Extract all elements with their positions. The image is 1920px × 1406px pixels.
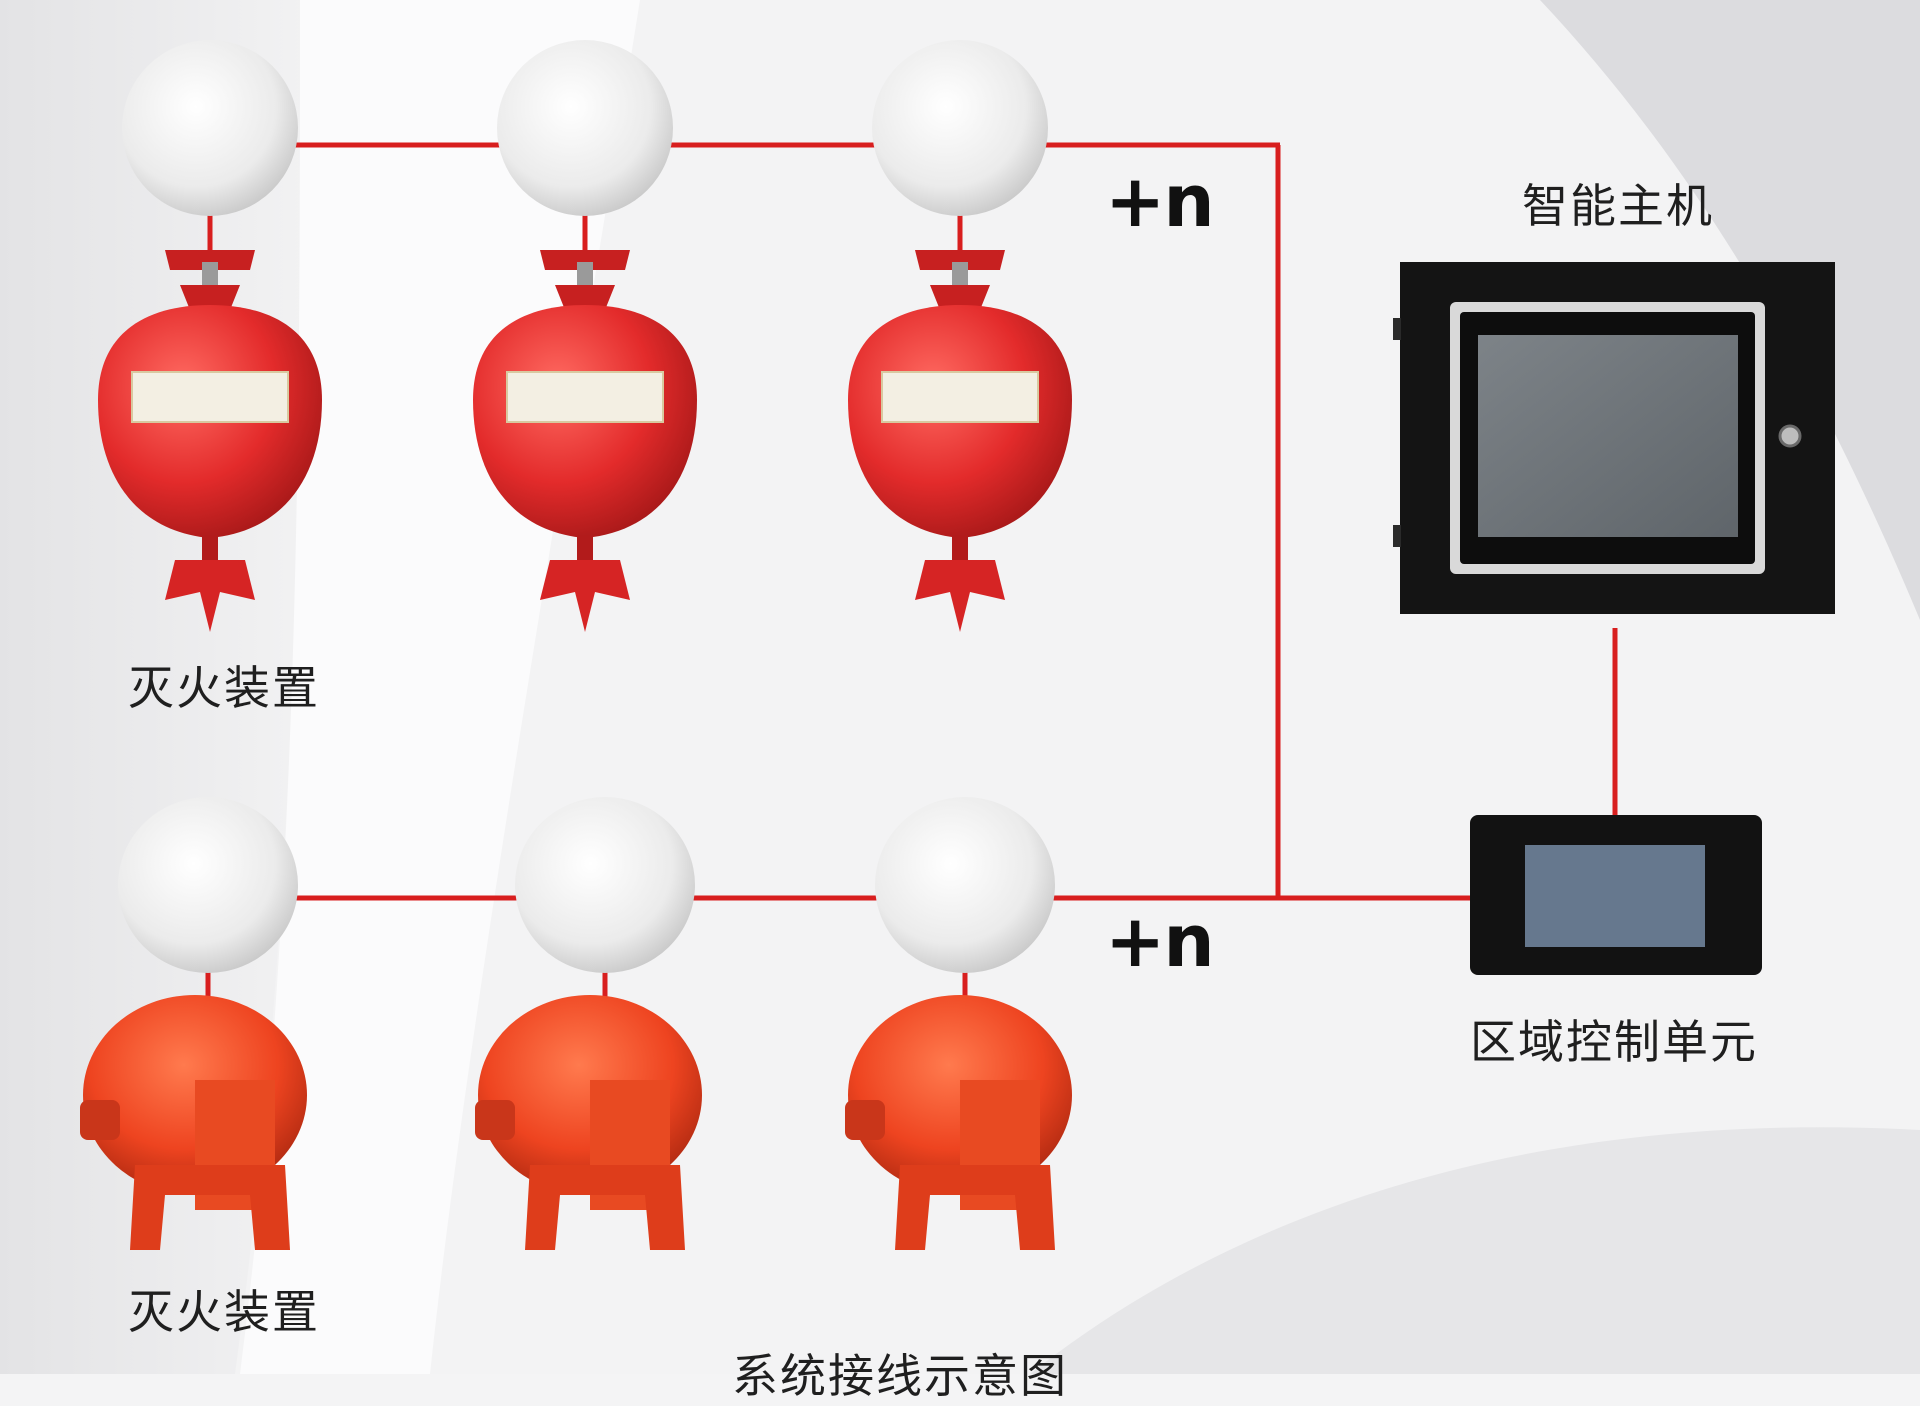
wiring <box>205 142 1618 1000</box>
wall-mounted-extinguisher-icon <box>845 995 1072 1250</box>
hanging-extinguisher-icon <box>473 250 697 632</box>
detector-dome-icon <box>497 40 673 216</box>
detector-dome-icon <box>872 40 1048 216</box>
wall-mounted-extinguisher-icon <box>80 995 307 1250</box>
detector-dome-icon <box>875 797 1055 973</box>
plus-n-top: +n <box>1105 159 1215 243</box>
hanging-extinguisher-icon <box>848 250 1072 632</box>
device-label-top: 灭火装置 <box>128 661 320 715</box>
caption: 系统接线示意图 <box>732 1349 1068 1403</box>
zone-control-unit-icon <box>1470 815 1762 975</box>
detector-dome-icon <box>122 40 298 216</box>
host-label: 智能主机 <box>1522 179 1714 233</box>
detector-dome-icon <box>118 797 298 973</box>
hanging-extinguisher-icon <box>98 250 322 632</box>
plus-n-bottom: +n <box>1105 899 1215 983</box>
detector-dome-icon <box>515 797 695 973</box>
wiring-diagram <box>80 40 1835 1250</box>
control-host-icon <box>1393 262 1835 614</box>
device-label-bottom: 灭火装置 <box>128 1285 320 1339</box>
wall-mounted-extinguisher-icon <box>475 995 702 1250</box>
zone-unit-label: 区域控制单元 <box>1470 1015 1758 1069</box>
